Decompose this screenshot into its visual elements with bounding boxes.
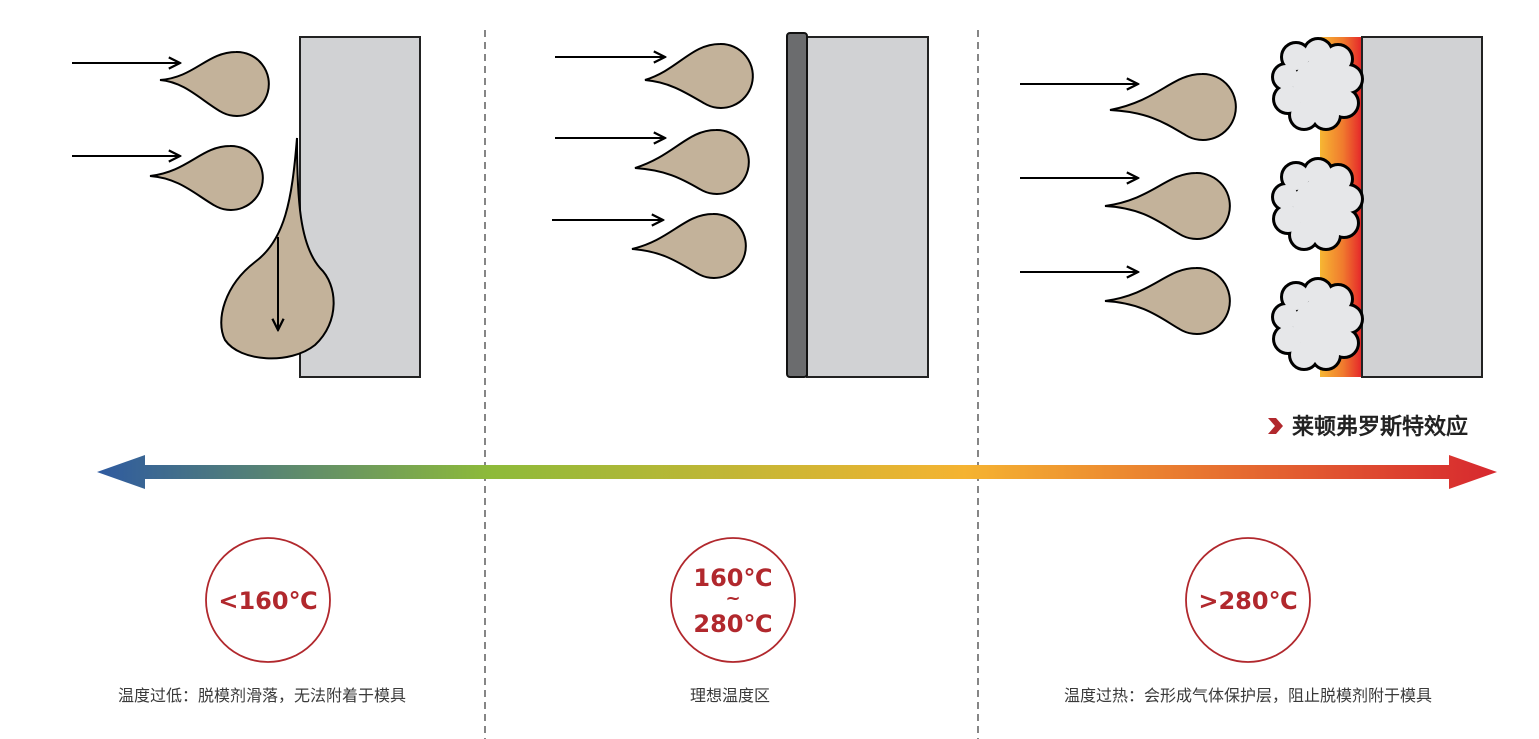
temp-badge-ideal: 160℃ ~ 280℃ xyxy=(670,537,796,663)
droplet xyxy=(1109,72,1237,141)
droplet xyxy=(644,42,754,109)
caption-low: 温度过低：脱模剂滑落，无法附着于模具 xyxy=(118,686,406,705)
mold-wall xyxy=(806,36,929,378)
caption-high: 温度过热：会形成气体保护层，阻止脱模剂附于模具 xyxy=(1064,686,1432,705)
droplet xyxy=(1104,171,1231,240)
temp-high: >280℃ xyxy=(1198,587,1297,615)
temp-badge-low: <160℃ xyxy=(205,537,331,663)
temp-low: <160℃ xyxy=(218,587,317,615)
vapor-cloud xyxy=(1271,277,1364,371)
droplet xyxy=(1104,266,1231,335)
mold-wall xyxy=(1361,36,1483,378)
temp-badge-high: >280℃ xyxy=(1185,537,1311,663)
vapor-cloud xyxy=(1271,157,1364,251)
zone-low-illustration xyxy=(72,36,421,378)
effect-label: 莱顿弗罗斯特效应 xyxy=(1292,414,1468,440)
release-film xyxy=(786,32,808,378)
temperature-scale-arrow xyxy=(97,455,1497,489)
vapor-cloud xyxy=(1271,37,1364,131)
temp-ideal-max: 280℃ xyxy=(693,610,772,638)
zone-ideal-illustration xyxy=(552,32,929,378)
zone-high-illustration xyxy=(1020,36,1483,378)
temp-ideal-tilde: ~ xyxy=(725,588,740,609)
chevron-right-icon xyxy=(1268,418,1283,434)
droplet xyxy=(159,50,270,117)
temp-ideal-min: 160℃ xyxy=(693,564,772,592)
caption-ideal: 理想温度区 xyxy=(690,686,770,705)
droplet xyxy=(634,128,750,195)
droplet xyxy=(149,144,264,211)
droplet xyxy=(631,212,747,279)
